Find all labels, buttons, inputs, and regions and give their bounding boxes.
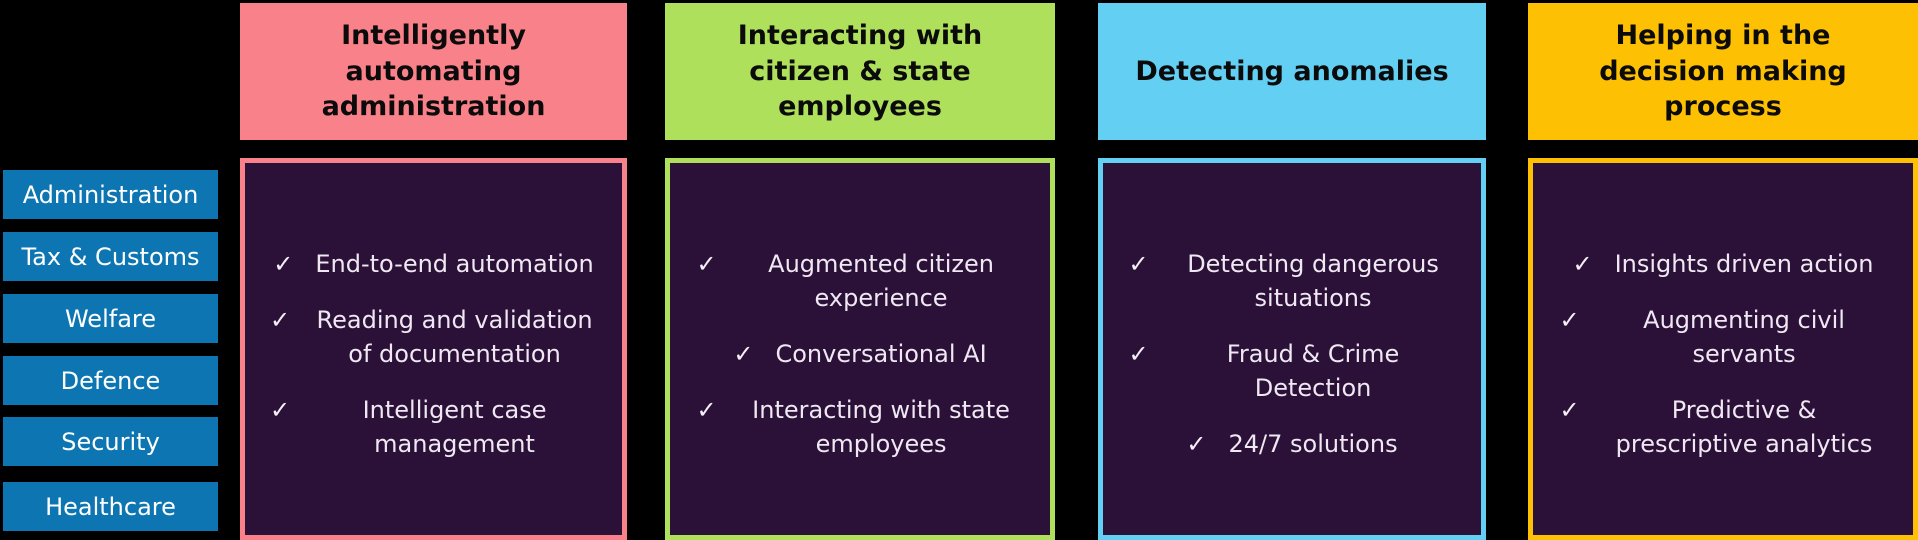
column-panel-detecting-anomalies: ✓ Detecting dangerous situations ✓ Fraud… [1098, 158, 1486, 540]
feature-item-label: Interacting with state employees [752, 396, 1010, 458]
feature-item: ✓ Detecting dangerous situations [1113, 247, 1471, 315]
feature-item: ✓ Augmenting civil servants [1543, 303, 1903, 371]
feature-list: ✓ Augmented citizen experience ✓ Convers… [670, 163, 1050, 461]
feature-item: ✓ Augmented citizen experience [680, 247, 1040, 315]
checkmark-icon: ✓ [733, 340, 754, 368]
feature-item: ✓ 24/7 solutions [1113, 427, 1471, 461]
feature-item: ✓ Conversational AI [680, 337, 1040, 371]
feature-item: ✓ Reading and validation of documentatio… [255, 303, 612, 371]
checkmark-icon: ✓ [1128, 250, 1149, 278]
feature-item-label: 24/7 solutions [1228, 430, 1398, 458]
checkmark-icon: ✓ [1559, 396, 1580, 424]
pillar-interacting-citizens: Interacting with citizen & state employe… [665, 0, 1055, 540]
checkmark-icon: ✓ [1572, 250, 1593, 278]
checkmark-icon: ✓ [1128, 340, 1149, 368]
column-panel-automating-administration: ✓ End-to-end automation ✓ Reading and va… [240, 158, 627, 540]
feature-item: ✓ Intelligent case management [255, 393, 612, 461]
pillar-detecting-anomalies: Detecting anomalies ✓ Detecting dangerou… [1098, 0, 1486, 540]
feature-item: ✓ Interacting with state employees [680, 393, 1040, 461]
feature-item-label: Insights driven action [1614, 250, 1874, 278]
checkmark-icon: ✓ [696, 250, 717, 278]
feature-list: ✓ End-to-end automation ✓ Reading and va… [245, 163, 622, 461]
sidebar-item-administration[interactable]: Administration [3, 170, 218, 219]
feature-item-label: Detecting dangerous situations [1187, 250, 1439, 312]
feature-item-label: End-to-end automation [315, 250, 594, 278]
feature-item-label: Predictive & prescriptive analytics [1615, 396, 1873, 458]
sidebar-item-security[interactable]: Security [3, 417, 218, 466]
feature-item: ✓ End-to-end automation [255, 247, 612, 281]
feature-item: ✓ Fraud & Crime Detection [1113, 337, 1471, 405]
checkmark-icon: ✓ [273, 250, 294, 278]
feature-list: ✓ Insights driven action ✓ Augmenting ci… [1533, 163, 1913, 461]
feature-item-label: Augmented citizen experience [768, 250, 994, 312]
feature-item-label: Conversational AI [775, 340, 987, 368]
feature-list: ✓ Detecting dangerous situations ✓ Fraud… [1103, 163, 1481, 461]
feature-item-label: Intelligent case management [362, 396, 547, 458]
feature-item-label: Reading and validation of documentation [316, 306, 593, 368]
sidebar-item-tax-customs[interactable]: Tax & Customs [3, 232, 218, 281]
checkmark-icon: ✓ [269, 306, 291, 334]
pillar-decision-making: Helping in the decision making process ✓… [1528, 0, 1918, 540]
feature-item: ✓ Predictive & prescriptive analytics [1543, 393, 1903, 461]
checkmark-icon: ✓ [696, 396, 717, 424]
pillar-automating-administration: Intelligently automating administration … [240, 0, 627, 540]
sidebar-item-defence[interactable]: Defence [3, 356, 218, 405]
column-header-decision-making: Helping in the decision making process [1528, 3, 1918, 140]
column-header-automating-administration: Intelligently automating administration [240, 3, 627, 140]
checkmark-icon: ✓ [1559, 306, 1580, 334]
feature-item-label: Fraud & Crime Detection [1226, 340, 1400, 402]
feature-item: ✓ Insights driven action [1543, 247, 1903, 281]
sidebar-item-welfare[interactable]: Welfare [3, 294, 218, 343]
sidebar-item-healthcare[interactable]: Healthcare [3, 482, 218, 531]
feature-item-label: Augmenting civil servants [1643, 306, 1845, 368]
checkmark-icon: ✓ [1186, 430, 1207, 458]
column-header-interacting-citizens: Interacting with citizen & state employe… [665, 3, 1055, 140]
column-header-detecting-anomalies: Detecting anomalies [1098, 3, 1486, 140]
column-panel-decision-making: ✓ Insights driven action ✓ Augmenting ci… [1528, 158, 1918, 540]
column-panel-interacting-citizens: ✓ Augmented citizen experience ✓ Convers… [665, 158, 1055, 540]
checkmark-icon: ✓ [269, 396, 291, 424]
